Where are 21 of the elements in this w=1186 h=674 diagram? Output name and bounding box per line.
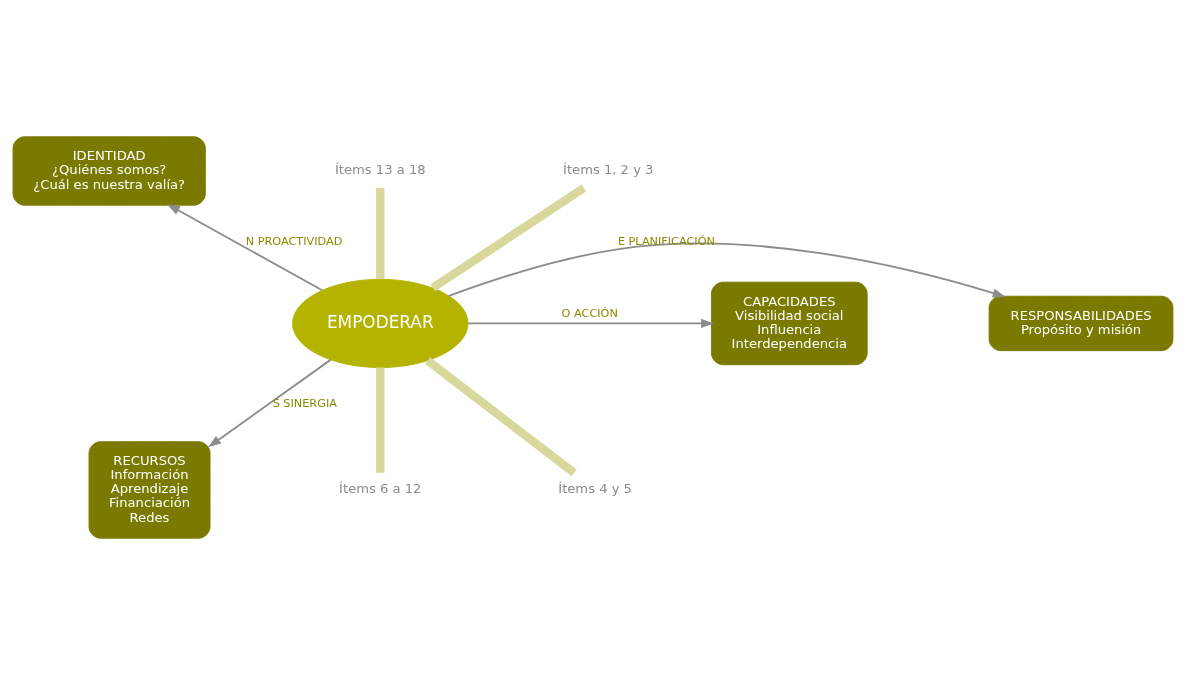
node-text: Ítems 6 a 12 [339,480,422,496]
arrow [448,242,1006,297]
node-text: Ítems 13 a 18 [334,161,426,177]
node-text: Ítems 1, 2 y 3 [563,161,654,177]
connector [376,367,385,473]
edge-label: O ACCIÓN [561,306,618,320]
arrow [207,358,332,447]
connector [430,184,587,291]
edge-label: E PLANIFICACIÓN [617,234,715,248]
node-box: RECURSOS Información Aprendizaje Financiación Redes [88,440,211,539]
node-box: CAPACIDADES Visibilidad social Influencia Interdependencia [710,281,868,365]
edge-label: S SINERGIA [272,396,337,410]
node-box: RESPONSABILIDADES Propósito y misión [988,295,1174,351]
node-box: IDENTIDAD ¿Quiénes somos? ¿Cuál es nuestra valía? [12,135,206,206]
connector [376,187,385,279]
arrow [467,318,715,328]
node-ellipse: EMPODERAR [292,278,469,368]
arrow [166,203,324,291]
connector [425,356,577,476]
edge-label: N PROACTIVIDAD [245,234,343,248]
node-text: Ítems 4 y 5 [558,480,632,496]
